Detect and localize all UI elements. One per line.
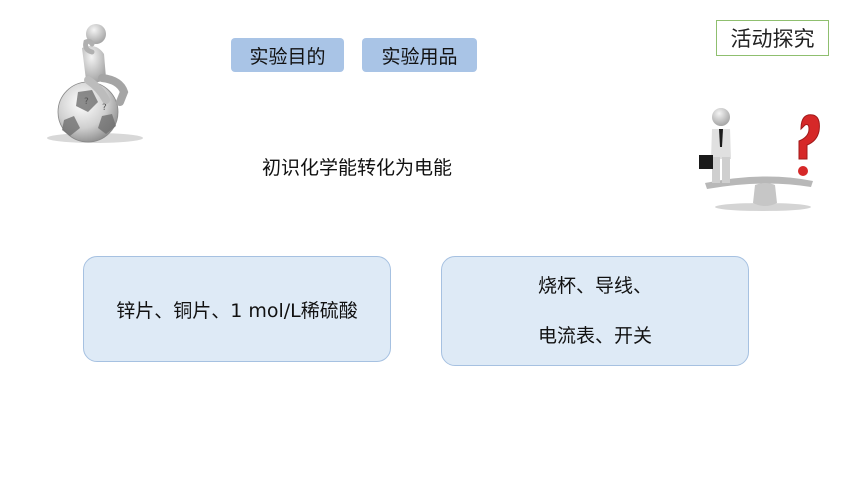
svg-text:?: ? (102, 103, 107, 113)
equipment-card: 烧杯、导线、 电流表、开关 (441, 256, 749, 366)
equipment-text-line-1: 烧杯、导线、 (537, 275, 652, 297)
experiment-materials-tab[interactable]: 实验用品 (362, 38, 477, 72)
chemicals-text: 锌片、铜片、1 mol/L稀硫酸 (116, 299, 358, 322)
svg-text:?: ? (84, 97, 89, 107)
lesson-subtitle: 初识化学能转化为电能 (262, 157, 453, 179)
equipment-text-line-2: 电流表、开关 (537, 325, 652, 347)
thinking-person-on-ball-icon: ? ? (47, 24, 143, 143)
chemicals-card: 锌片、铜片、1 mol/L稀硫酸 (83, 256, 391, 362)
activity-tag: 活动探究 (716, 20, 829, 56)
businessman-balance-question-icon (699, 108, 820, 211)
experiment-purpose-tab[interactable]: 实验目的 (231, 38, 344, 72)
